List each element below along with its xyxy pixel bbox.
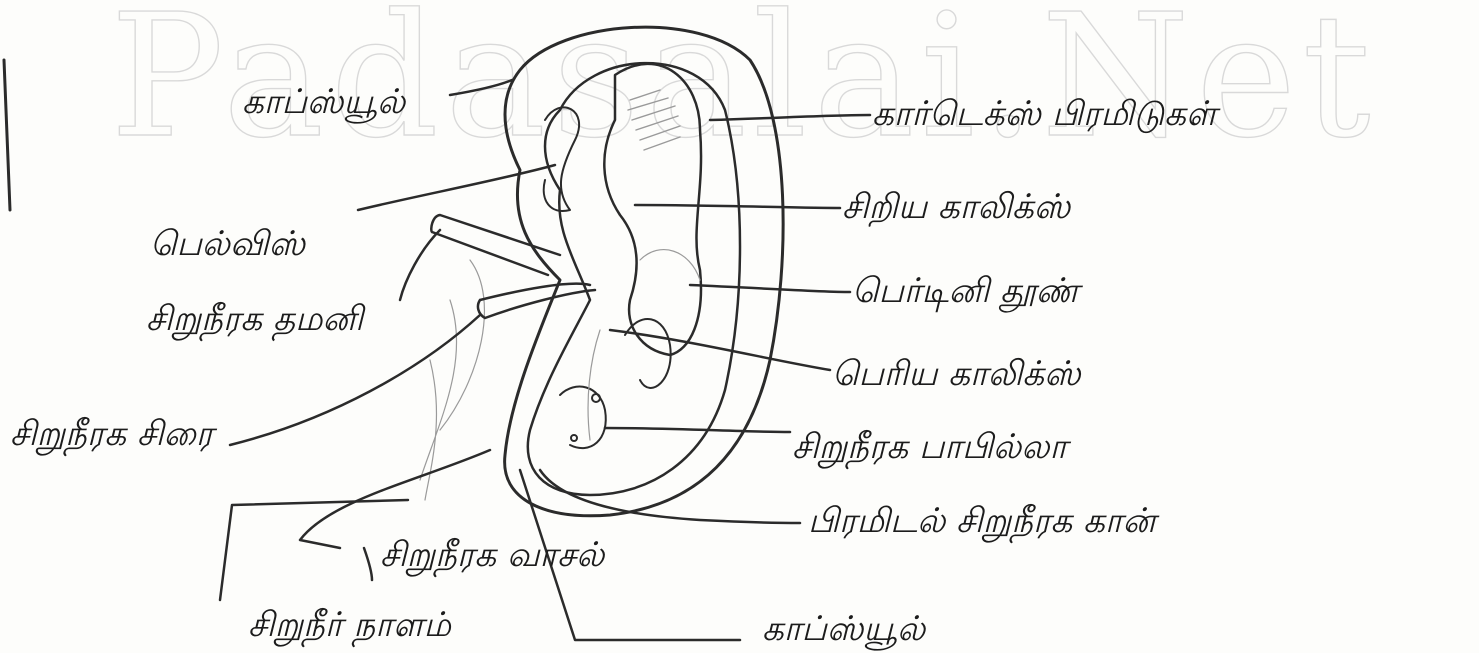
leader-renal-artery	[400, 230, 440, 300]
label-capsule: காப்ஸ்யூல்	[242, 82, 407, 124]
label-major-calyx: பெரிய காலிக்ஸ்	[832, 354, 1082, 394]
leader-renal-sinus	[300, 450, 490, 548]
page-edge-line	[4, 60, 10, 210]
label-minor-calyx: சிறிய காலிக்ஸ்	[842, 187, 1072, 227]
leader-major-calyx	[610, 330, 830, 370]
label-ureter: சிறுநீர் நாளம்	[248, 605, 453, 648]
leader-papilla	[605, 428, 790, 432]
label-bertini-column: பெர்டினி தூண்	[852, 271, 1084, 313]
label-renal-sinus: சிறுநீரக வாசல்	[380, 535, 606, 578]
label-renal-artery: சிறுநீரக தமனி	[146, 299, 366, 342]
sinus-divider	[364, 548, 372, 580]
label-cortex: கார்டெக்ஸ் பிரமிடுகள்	[872, 94, 1221, 134]
papilla-dot-2	[571, 435, 577, 441]
label-fat-capsule: காப்ஸ்யூல்	[762, 609, 927, 651]
papilla-dot	[592, 394, 600, 402]
leader-bertini	[690, 285, 850, 292]
label-pelvis: பெல்விஸ்	[150, 224, 307, 264]
label-outer-cortex: பிரமிடல் சிறுநீரக கான்	[808, 501, 1160, 544]
leader-minor-calyx	[635, 205, 840, 208]
label-renal-papilla: சிறுநீரக பாபில்லா	[792, 427, 1071, 470]
label-renal-vein: சிறுநீரக சிரை	[10, 414, 218, 457]
renal-vein-tube	[478, 284, 595, 318]
renal-artery-tube	[431, 215, 560, 275]
